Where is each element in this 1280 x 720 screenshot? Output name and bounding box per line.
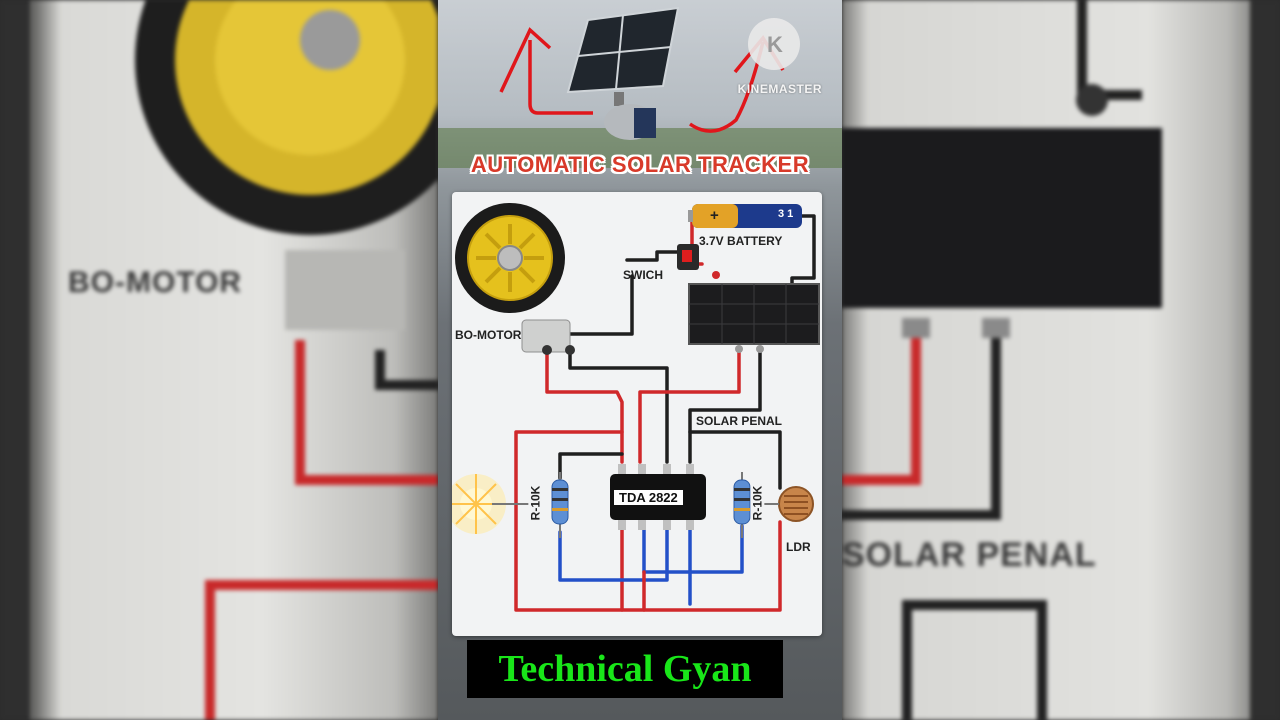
resistor-left-label: R-10K [528, 485, 543, 521]
background-left-motor [0, 0, 438, 720]
solar-panel-icon [566, 6, 680, 140]
battery-cell-label: 3 1 [778, 208, 794, 220]
channel-banner: Technical Gyan [467, 640, 783, 698]
ldr-label: LDR [786, 540, 811, 554]
kinemaster-logo-icon: K [748, 18, 800, 70]
video-frame: K KINEMASTER AUTOMATIC SOLAR TRACKER [438, 0, 842, 720]
circuit-wiring [452, 203, 820, 612]
switch-label: SWICH [623, 268, 663, 282]
svg-text:K: K [767, 32, 783, 57]
battery-icon [688, 204, 802, 228]
background-right: SOLAR PENAL [842, 0, 1280, 720]
channel-name: Technical Gyan [498, 648, 752, 690]
background-left: BO-MOTOR [0, 0, 438, 720]
circuit-board: + 3 1 3.7V BATTERY SWICH BO-MOTOR SOLAR … [452, 192, 822, 636]
diagram-title: AUTOMATIC SOLAR TRACKER [470, 152, 810, 177]
battery-plus-label: + [710, 207, 719, 224]
resistor-right-label: R-10K [750, 485, 765, 521]
solar-panel-module-icon [688, 283, 820, 353]
background-left-label: BO-MOTOR [68, 266, 243, 299]
solar-panel-label: SOLAR PENAL [696, 414, 783, 428]
resistor-left-icon [551, 472, 569, 538]
motor-label: BO-MOTOR [455, 328, 522, 342]
switch-icon [677, 244, 720, 279]
arrow-left-icon [499, 27, 593, 115]
ldr-icon [764, 486, 814, 522]
header-illustration: K [438, 6, 842, 168]
resistor-right-icon [733, 472, 751, 538]
chip-label: TDA 2822 [614, 490, 683, 505]
background-right-label: SOLAR PENAL [842, 536, 1097, 574]
background-right-panel [842, 0, 1280, 720]
bo-motor-icon [455, 203, 575, 355]
watermark-text: KINEMASTER [737, 82, 822, 96]
battery-label: 3.7V BATTERY [699, 234, 783, 248]
